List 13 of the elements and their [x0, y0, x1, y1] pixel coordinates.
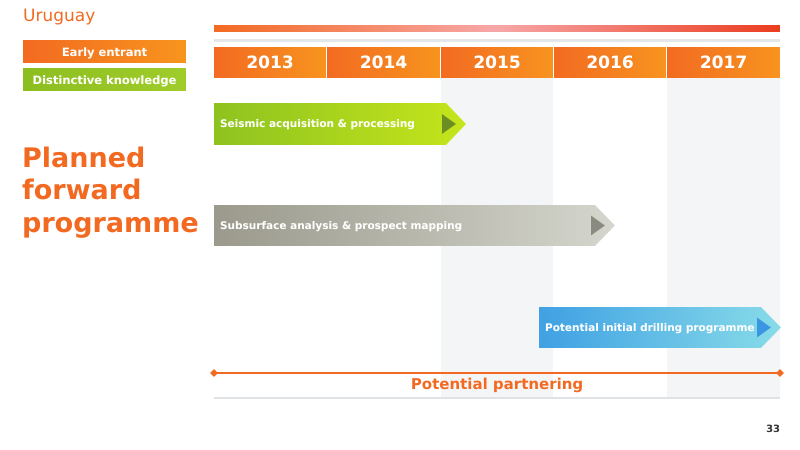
year-header: 2017: [667, 47, 780, 78]
year-header: 2016: [554, 47, 666, 78]
activity-arrow: Seismic acquisition & processing: [214, 103, 466, 145]
year-header: 2015: [441, 47, 553, 78]
tag-box: Early entrant: [23, 40, 186, 63]
year-header: 2014: [327, 47, 440, 78]
slide-title: Planned forward programme: [22, 143, 200, 240]
activity-arrow: Potential initial drilling programme: [539, 307, 781, 348]
year-header: 2013: [214, 47, 326, 78]
page-number: 33: [765, 424, 780, 435]
tag-box: Distinctive knowledge: [23, 68, 186, 91]
region-label: Uruguay: [23, 6, 96, 26]
partnering-label: Potential partnering: [410, 375, 584, 393]
